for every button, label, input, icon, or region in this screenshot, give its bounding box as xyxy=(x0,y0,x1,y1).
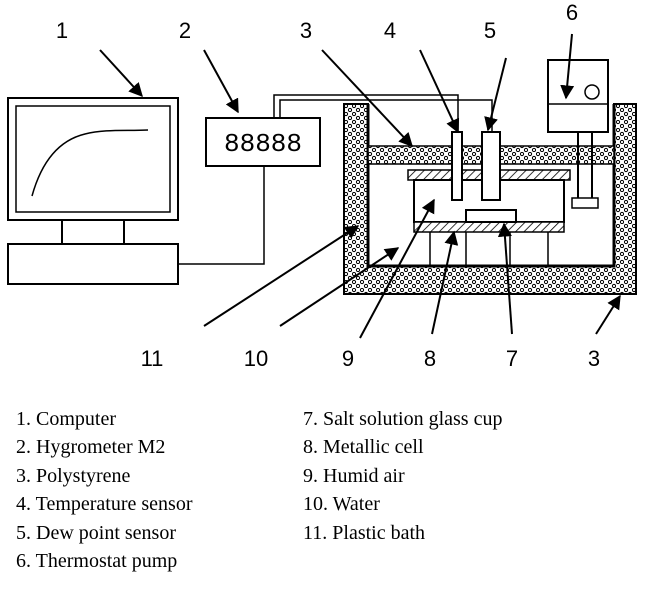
hygrometer: 88888 xyxy=(205,117,321,167)
legend-item: 7. Salt solution glass cup xyxy=(303,408,503,430)
legend-item: 3. Polystyrene xyxy=(16,464,131,487)
computer xyxy=(7,97,179,285)
callout-labels: 1 2 3 4 5 6 11 10 9 8 7 3 xyxy=(56,0,600,371)
callout-7: 7 xyxy=(506,346,518,371)
callout-2: 2 xyxy=(179,18,191,43)
polystyrene-lid-left xyxy=(367,145,453,165)
cable-sensor-4 xyxy=(273,94,459,132)
plastic-bath xyxy=(343,103,637,295)
leader-lines xyxy=(99,33,621,339)
polystyrene-lid-middle xyxy=(461,145,483,165)
legend-item: 10. Water xyxy=(303,493,380,516)
cable-computer-hygrometer xyxy=(178,166,265,265)
legend-item: 6. Thermostat pump xyxy=(16,550,178,573)
hygrometer-display: 88888 xyxy=(224,129,302,159)
bath-inner-wall xyxy=(366,104,616,268)
temperature-sensor xyxy=(451,131,463,201)
callout-11: 11 xyxy=(141,346,164,371)
dew-point-sensor xyxy=(481,131,501,201)
legend-item: 2. Hygrometer M2 xyxy=(16,436,166,459)
callout-8: 8 xyxy=(424,346,436,371)
apparatus-diagram: 88888 xyxy=(7,0,637,371)
legend-left-column: 1. Computer 2. Hygrometer M2 3. Polystyr… xyxy=(16,405,193,575)
callout-5: 5 xyxy=(484,18,496,43)
polystyrene-lid-right xyxy=(499,145,615,165)
legend-item: 9. Humid air xyxy=(303,464,405,487)
callout-1: 1 xyxy=(56,18,68,43)
legend-item: 8. Metallic cell xyxy=(303,436,424,459)
callout-4: 4 xyxy=(384,18,396,43)
callout-6: 6 xyxy=(566,0,578,25)
legend-right-column: 7. Salt solution glass cup 8. Metallic c… xyxy=(303,405,502,547)
callout-3-top: 3 xyxy=(300,18,312,43)
callout-3-bottom: 3 xyxy=(588,346,600,371)
thermostat-pump xyxy=(547,59,609,209)
legend-item: 4. Temperature sensor xyxy=(16,493,193,516)
computer-curve xyxy=(31,129,149,197)
salt-solution-cup xyxy=(465,209,517,223)
cell-base xyxy=(413,221,565,233)
legend-item: 5. Dew point sensor xyxy=(16,521,176,544)
legend-item: 11. Plastic bath xyxy=(303,521,426,544)
callout-10: 10 xyxy=(244,346,268,371)
legend-item: 1. Computer xyxy=(16,408,116,430)
callout-9: 9 xyxy=(342,346,354,371)
